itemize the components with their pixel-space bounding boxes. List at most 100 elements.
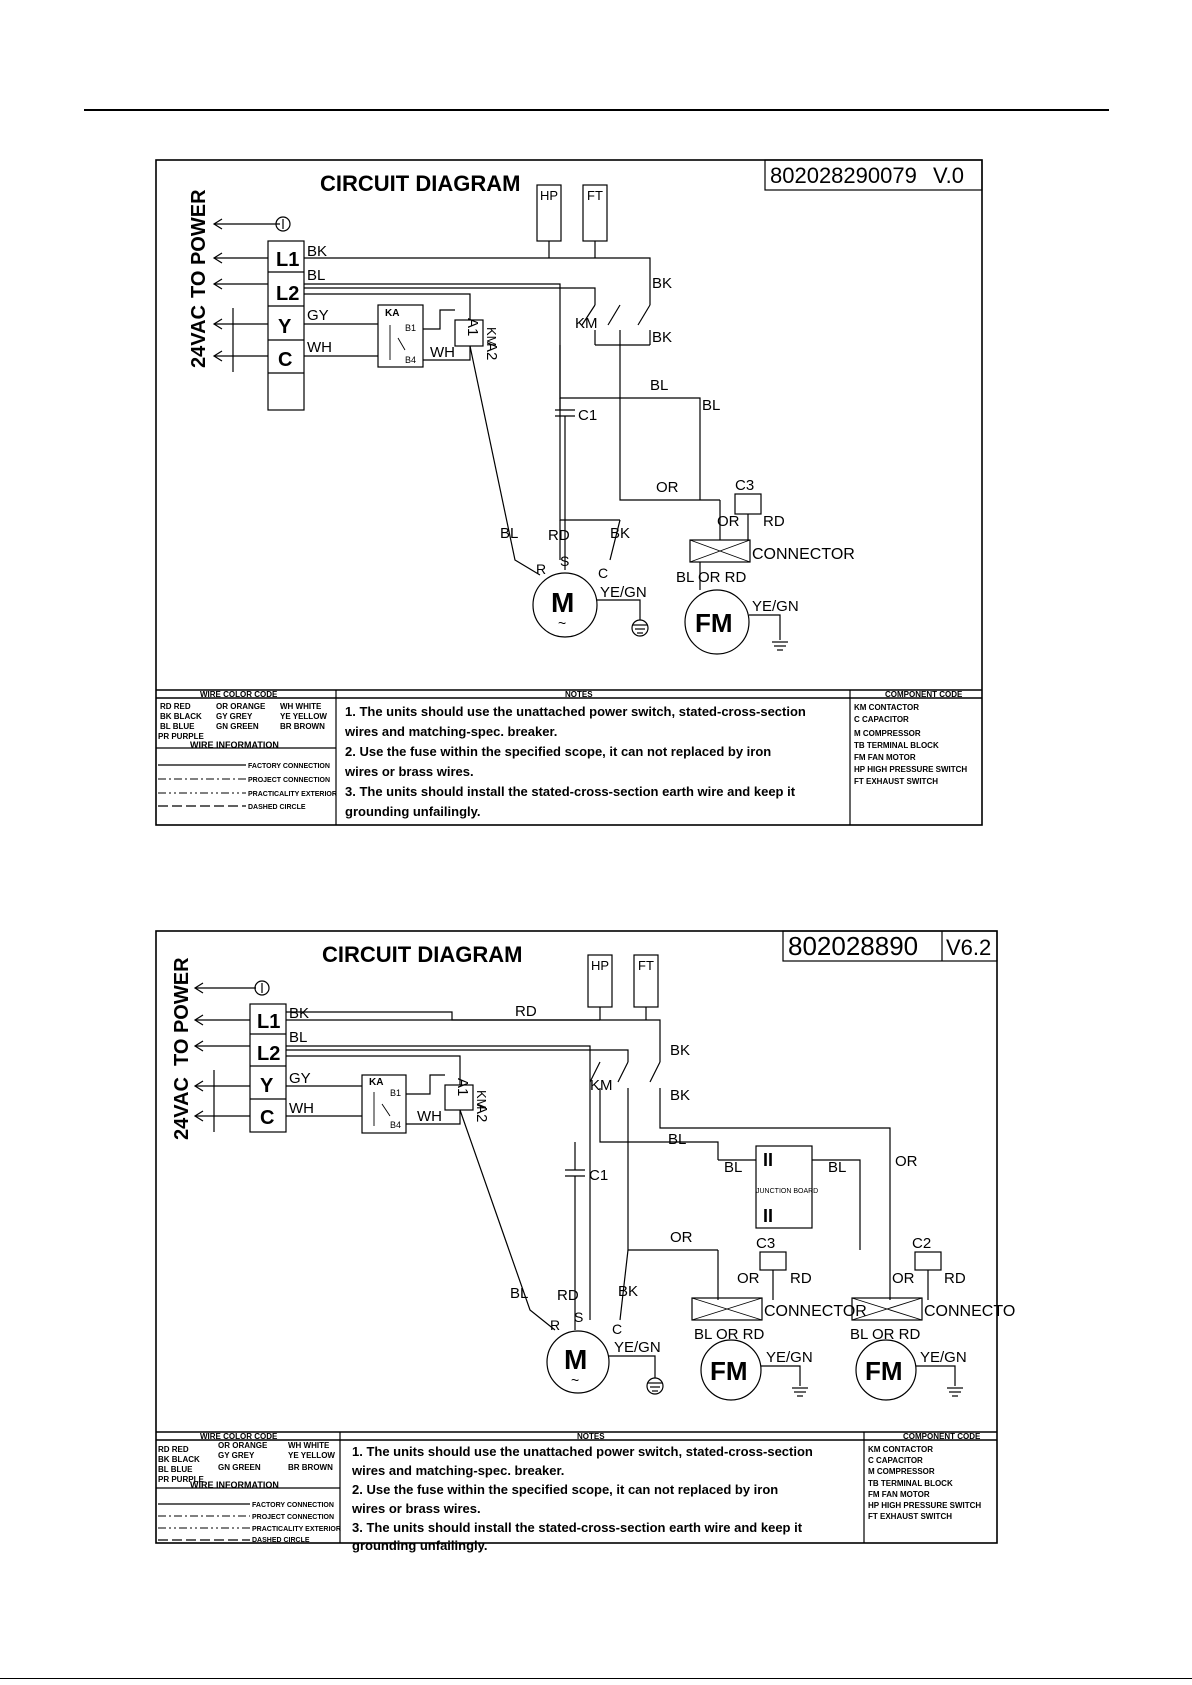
fan2-motor (855, 1339, 917, 1401)
component-fm: FM FAN MOTOR (868, 1490, 930, 1499)
junction-bl-right: BL (828, 1159, 846, 1176)
compressor-c-label: C (612, 1321, 622, 1337)
wire-rd-m: RD (557, 1287, 579, 1304)
ft-label: FT (587, 188, 603, 203)
terminal-l1: L1 (276, 249, 299, 271)
compressor-r-label: R (550, 1317, 560, 1333)
contactor-km (581, 304, 651, 346)
junction-symbol-bottom: II (763, 1206, 773, 1226)
wire-label-bl: BL (289, 1029, 307, 1046)
component-km: KM CONTACTOR (868, 1445, 933, 1454)
color-ye: YE YELLOW (288, 1451, 335, 1460)
wire-label-bk: BK (307, 243, 327, 260)
wire-rd-c3: RD (763, 513, 785, 530)
hp-switch (587, 954, 613, 1020)
wire-info-practicality: PRACTICALITY EXTERIOR (248, 791, 337, 798)
relay-ka (361, 1074, 407, 1134)
fan2-symbol: FM (865, 1356, 903, 1386)
component-m: M COMPRESSOR (868, 1467, 935, 1476)
wire-bk-m: BK (610, 525, 630, 542)
coil-wire-wh: WH (417, 1108, 442, 1125)
fan-ground-icon (772, 641, 788, 651)
color-ye: YE YELLOW (280, 712, 327, 721)
color-rd: RD RED (160, 702, 191, 711)
note-line-2: wires and matching-spec. breaker. (344, 724, 557, 739)
color-or: OR ORANGE (218, 1441, 268, 1450)
diagram-title: CIRCUIT DIAGRAM (320, 171, 520, 196)
diagram-title: CIRCUIT DIAGRAM (322, 942, 522, 967)
hp-switch (536, 184, 562, 258)
wire-info-title: WIRE INFORMATION (190, 740, 279, 750)
compressor-s-label: S (574, 1309, 583, 1325)
terminal-y: Y (278, 316, 292, 338)
compressor-symbol: M (564, 1344, 587, 1375)
compressor-ground-icon (631, 619, 649, 637)
wire-bl-m: BL (510, 1285, 528, 1302)
component-km: KM CONTACTOR (854, 703, 919, 712)
relay-ka-label: KA (369, 1077, 383, 1088)
note-line-1: 1. The units should use the unattached p… (345, 704, 806, 719)
fan1-connector (691, 1297, 763, 1321)
color-pr: PR PURPLE (158, 1475, 204, 1484)
color-gn: GN GREEN (216, 722, 259, 731)
relay-b4-label: B4 (405, 355, 416, 365)
compressor-ground-label: YE/GN (614, 1339, 661, 1356)
note-line-2: wires and matching-spec. breaker. (351, 1463, 564, 1478)
terminal-l1: L1 (257, 1011, 280, 1033)
coil-wire-wh: WH (430, 344, 455, 361)
page-top-rule (84, 109, 1109, 111)
wire-or: OR (656, 479, 679, 496)
wire-or-c3: OR (737, 1270, 760, 1287)
km-bottom-wire-bk: BK (652, 329, 672, 346)
note-line-1: 1. The units should use the unattached p… (352, 1444, 813, 1459)
wire-info-dashed: DASHED CIRCLE (248, 804, 306, 811)
junction-symbol-top: II (763, 1150, 773, 1170)
wire-info-factory: FACTORY CONNECTION (252, 1502, 334, 1509)
km-label: KM (590, 1077, 613, 1094)
diagram-code: 802028890 (788, 931, 918, 961)
component-m: M COMPRESSOR (854, 729, 921, 738)
terminal-c: C (278, 349, 292, 371)
color-or: OR ORANGE (216, 702, 266, 711)
24vac-label: 24VAC (188, 305, 210, 368)
hp-label: HP (540, 188, 558, 203)
compressor-s-label: S (560, 553, 569, 569)
contactor-coil (444, 1084, 474, 1111)
wire-bl-top: BL (668, 1131, 686, 1148)
component-c: C CAPACITOR (868, 1456, 923, 1465)
color-wh: WH WHITE (280, 702, 322, 711)
code-box (764, 159, 983, 191)
wire-label-wh: WH (289, 1100, 314, 1117)
compressor-r-label: R (536, 561, 546, 577)
wire-info-practicality: PRACTICALITY EXTERIOR (252, 1526, 341, 1533)
wire-rd-m: RD (548, 527, 570, 544)
ground-terminal-icon (254, 980, 270, 996)
km-bottom-wire-bk: BK (670, 1087, 690, 1104)
fan-connector (689, 539, 751, 563)
wire-label-gy: GY (289, 1070, 311, 1087)
power-arrows-icon (193, 1014, 250, 1132)
component-tb: TB TERMINAL BLOCK (868, 1479, 953, 1488)
junction-bl-left: BL (724, 1159, 742, 1176)
fan-wire-labels: BL OR RD (676, 569, 746, 586)
capacitor-c3 (759, 1251, 787, 1271)
color-gn: GN GREEN (218, 1463, 261, 1472)
compressor-ground-icon (646, 1377, 664, 1395)
color-gy: GY GREY (218, 1451, 255, 1460)
connector1-label: CONNECTOR (764, 1303, 867, 1320)
connector2-label: CONNECTO (924, 1303, 1015, 1320)
capacitor-c2-label: C2 (912, 1235, 931, 1252)
terminal-y: Y (260, 1075, 274, 1097)
color-bk: BK BLACK (158, 1455, 200, 1464)
km-top-wire-bk: BK (652, 275, 672, 292)
diagram-code: 802028290079 (770, 163, 917, 188)
component-ft: FT EXHAUST SWITCH (854, 777, 938, 786)
wire-info-dashed: DASHED CIRCLE (252, 1537, 310, 1544)
note-line-3: 2. Use the fuse within the specified sco… (345, 744, 771, 759)
fan-motor (684, 589, 750, 655)
note-line-6: grounding unfailingly. (352, 1538, 488, 1553)
compressor-tilde: ~ (558, 615, 566, 631)
wire-bk-m: BK (618, 1283, 638, 1300)
terminal-l2: L2 (276, 283, 299, 305)
wire-rd-c2: RD (944, 1270, 966, 1287)
